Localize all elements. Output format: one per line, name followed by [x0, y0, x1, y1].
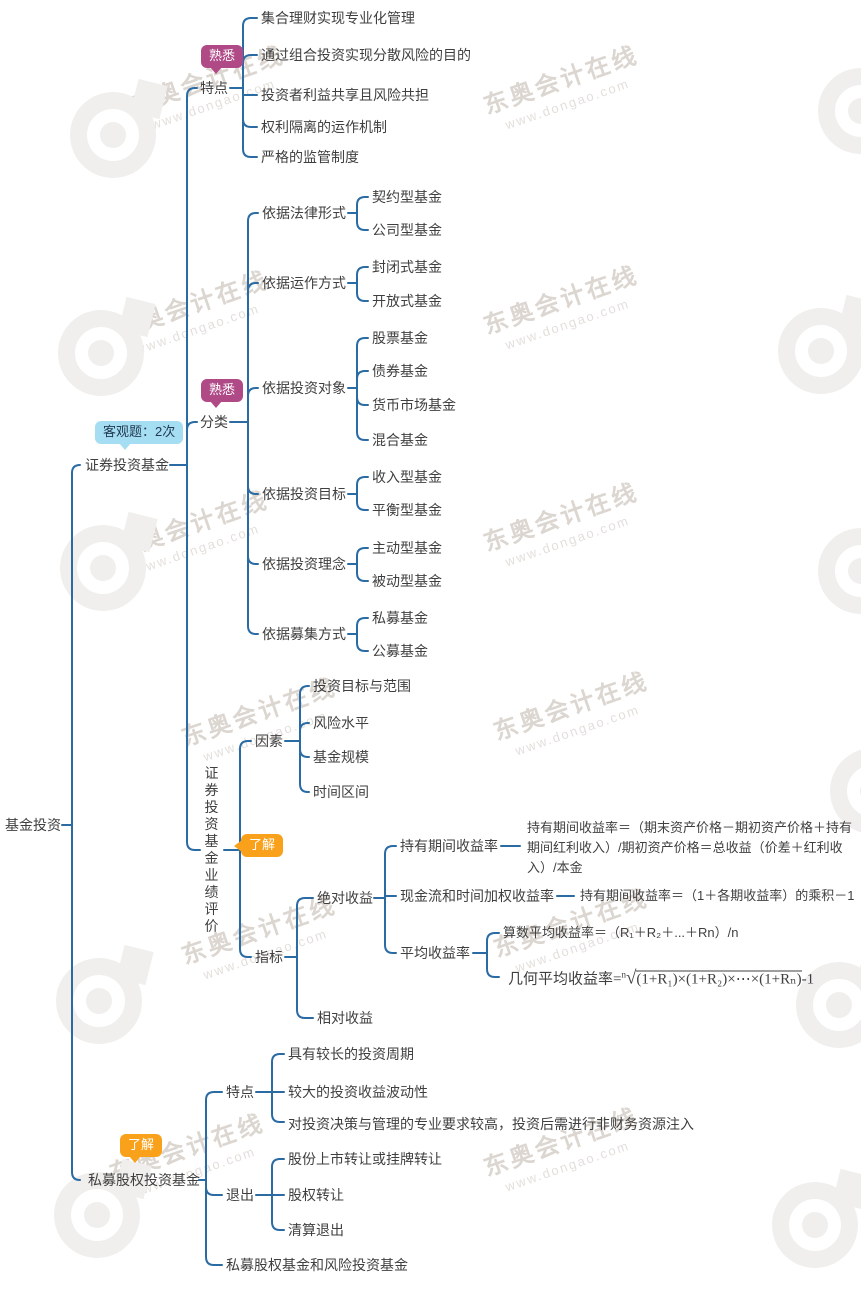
node-fund-type: 股票基金 — [372, 330, 428, 346]
node-pe-features: 特点 — [226, 1084, 254, 1100]
node-fund-type: 被动型基金 — [372, 573, 442, 589]
formula-holding-period-return: 持有期间收益率＝（期末资产价格－期初资产价格＋持有期间红利收入）/期初资产价格＝… — [527, 820, 853, 875]
node-sec-classification: 分类 — [200, 414, 228, 430]
node-pe-exit-item: 股份上市转让或挂牌转让 — [288, 1151, 442, 1167]
node-factor-item: 基金规模 — [313, 749, 369, 765]
formula-arithmetic-mean-return: 算数平均收益率＝（R₁＋R₂＋...＋Rn）/n — [503, 925, 739, 940]
node-fund-type: 公募基金 — [372, 643, 428, 659]
badge-label: 熟悉 — [209, 48, 236, 63]
badge-label: 客观题：2次 — [103, 424, 176, 439]
node-performance-evaluation: 证券投资基金业绩评价 — [204, 765, 219, 934]
badge-understand-pe: 了解 — [120, 1134, 163, 1163]
node-fund-type: 混合基金 — [372, 432, 428, 448]
node-factor-item: 风险水平 — [313, 715, 369, 731]
node-relative-return: 相对收益 — [317, 1010, 373, 1026]
node-absolute-return: 绝对收益 — [317, 890, 373, 906]
node-sec-feature-item: 严格的监管制度 — [261, 149, 359, 165]
node-pe-vc-fund: 私募股权基金和风险投资基金 — [226, 1257, 408, 1273]
node-class-group: 依据募集方式 — [262, 626, 346, 642]
badge-familiar-classification: 熟悉 — [201, 379, 244, 408]
badge-tail — [210, 401, 222, 408]
node-class-group: 依据运作方式 — [262, 275, 346, 291]
node-holding-period-return: 持有期间收益率 — [400, 838, 498, 854]
node-fund-type: 开放式基金 — [372, 293, 442, 309]
node-root: 基金投资 — [5, 817, 61, 833]
formula-prefix: 几何平均收益率= — [508, 971, 622, 988]
node-pe-exit: 退出 — [226, 1187, 254, 1203]
formula-geometric-mean-return: 几何平均收益率=n√(1+R₁)×(1+R₂)×⋯×(1+Rₙ)-1 — [508, 965, 814, 990]
badge-tail — [119, 443, 131, 450]
node-fund-type: 私募基金 — [372, 610, 428, 626]
node-factor-item: 投资目标与范围 — [313, 678, 411, 694]
badge-label: 了解 — [249, 837, 276, 852]
node-fund-type: 平衡型基金 — [372, 502, 442, 518]
badge-tail — [210, 67, 222, 74]
node-class-group: 依据法律形式 — [262, 205, 346, 221]
node-factor-item: 时间区间 — [313, 784, 369, 800]
badge-understand-evaluation: 了解 — [234, 834, 284, 857]
root-index: n — [621, 969, 626, 980]
node-sec-feature-item: 权利隔离的运作机制 — [261, 119, 387, 135]
node-pe-exit-item: 股权转让 — [288, 1187, 344, 1203]
badge-label: 了解 — [128, 1137, 155, 1152]
formula-cashflow-return: 持有期间收益率＝（1＋各期收益率）的乘积－1 — [580, 888, 855, 903]
node-class-group: 依据投资目标 — [262, 486, 346, 502]
node-fund-type: 封闭式基金 — [372, 259, 442, 275]
node-indicators: 指标 — [255, 949, 283, 965]
node-average-return: 平均收益率 — [400, 945, 470, 961]
badge-tail — [234, 839, 242, 852]
badge-objective-question-count: 客观题：2次 — [95, 421, 184, 450]
node-sec-feature-item: 通过组合投资实现分散风险的目的 — [261, 47, 471, 63]
node-sec-feature-item: 投资者利益共享且风险共担 — [261, 87, 429, 103]
node-pe-feature-item: 较大的投资收益波动性 — [288, 1084, 428, 1100]
node-fund-type: 契约型基金 — [372, 189, 442, 205]
node-sec-feature-item: 集合理财实现专业化管理 — [261, 10, 415, 26]
node-pe-exit-item: 清算退出 — [288, 1222, 344, 1238]
node-securities-fund: 证券投资基金 — [85, 457, 169, 473]
badge-familiar-features: 熟悉 — [201, 45, 244, 74]
node-factors: 因素 — [255, 733, 283, 749]
node-pe-feature-item: 对投资决策与管理的专业要求较高，投资后需进行非财务资源注入 — [288, 1116, 694, 1132]
badge-label: 熟悉 — [209, 382, 236, 397]
node-sec-features: 特点 — [200, 80, 228, 96]
node-class-group: 依据投资理念 — [262, 556, 346, 572]
node-fund-type: 收入型基金 — [372, 469, 442, 485]
node-fund-type: 货币市场基金 — [372, 397, 456, 413]
badge-tail — [129, 1156, 141, 1163]
node-fund-type: 公司型基金 — [372, 222, 442, 238]
node-class-group: 依据投资对象 — [262, 380, 346, 396]
radicand: (1+R₁)×(1+R₂)×⋯×(1+Rₙ) — [636, 970, 802, 988]
node-fund-type: 债券基金 — [372, 363, 428, 379]
node-pe-feature-item: 具有较长的投资周期 — [288, 1046, 414, 1062]
node-private-equity-fund: 私募股权投资基金 — [88, 1172, 200, 1188]
node-fund-type: 主动型基金 — [372, 540, 442, 556]
radical-sign: √ — [625, 967, 637, 989]
node-cashflow-time-weighted-return: 现金流和时间加权收益率 — [400, 888, 554, 904]
formula-suffix: -1 — [801, 971, 815, 988]
